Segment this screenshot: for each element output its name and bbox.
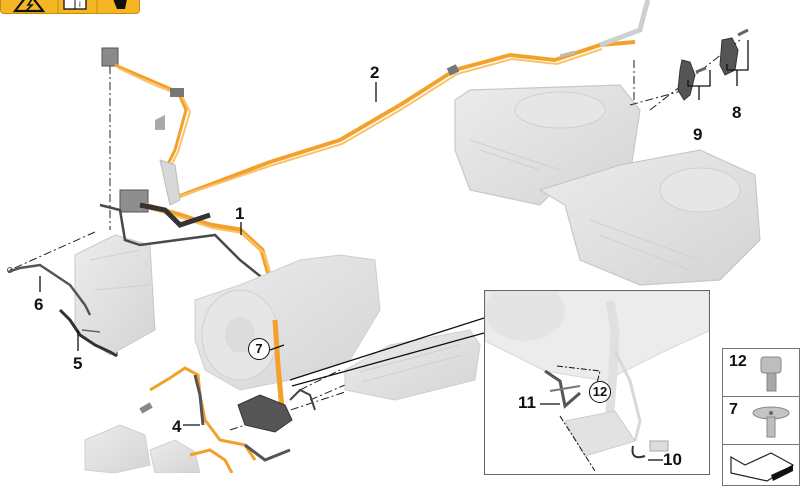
hv-cable-1-lower xyxy=(272,319,285,411)
hv-cable-branch xyxy=(101,47,192,206)
callout-4: 4 xyxy=(172,417,182,436)
part-box-label: 12 xyxy=(729,353,747,370)
callout-10: 10 xyxy=(663,450,682,469)
hex-bolt-icon xyxy=(760,356,782,392)
callout-6: 6 xyxy=(34,295,44,314)
ground-cable-5 xyxy=(58,308,118,358)
circled-callout-7: 7 xyxy=(248,338,270,360)
leader-lines xyxy=(39,40,749,426)
rivet-screw-icon xyxy=(752,406,790,438)
callout-2: 2 xyxy=(370,63,380,82)
bracket-8 xyxy=(719,28,749,76)
bracket-9 xyxy=(677,59,707,101)
part-box-bolt-12: 12 xyxy=(722,348,800,398)
part-box-rivet-7: 7 xyxy=(722,396,800,446)
hv-battery-housing xyxy=(454,84,761,286)
wedge-block-icon xyxy=(730,452,795,482)
cable-lower-housing xyxy=(237,388,316,433)
hv-cable-4 xyxy=(139,366,291,462)
callout-1: 1 xyxy=(235,204,245,223)
callout-11: 11 xyxy=(518,393,536,412)
callout-9: 9 xyxy=(693,125,703,144)
part-box-label: 7 xyxy=(729,401,738,418)
electric-module xyxy=(74,234,156,356)
manual-book-icon: i xyxy=(63,0,87,10)
illustration xyxy=(7,0,761,473)
high-voltage-warning-icon xyxy=(12,0,46,13)
warning-bar: i xyxy=(0,0,140,14)
circled-callout-12: 12 xyxy=(589,381,611,403)
electric-motor xyxy=(84,424,234,473)
ground-cable-6 xyxy=(7,263,92,316)
svg-text:i: i xyxy=(79,0,81,9)
part-box-wedge xyxy=(722,444,800,486)
protective-glove-icon xyxy=(113,0,127,9)
callout-5: 5 xyxy=(73,354,83,373)
battery-pack xyxy=(344,329,481,401)
callout-8: 8 xyxy=(732,103,742,122)
hv-cable-2 xyxy=(169,0,651,200)
detail-inset xyxy=(484,281,710,475)
